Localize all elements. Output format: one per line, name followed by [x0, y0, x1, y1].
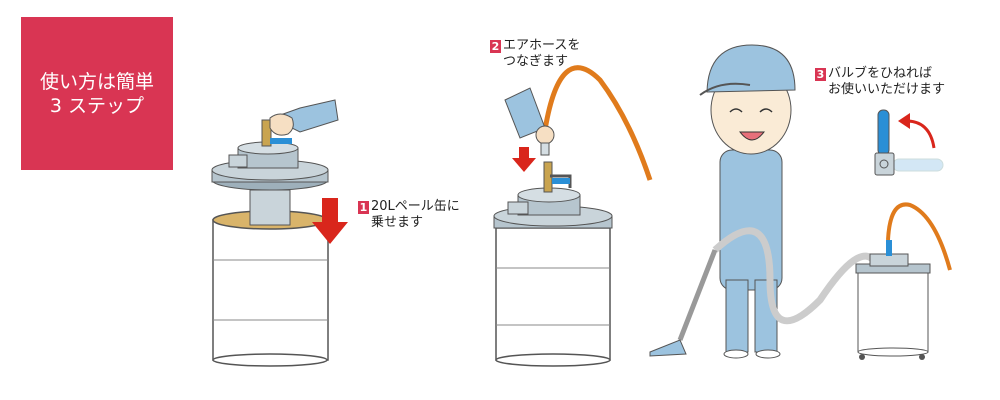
step-2-line1: エアホースを: [503, 38, 581, 53]
vacuum-drum: [855, 240, 931, 360]
step-2-line2: つなぎます: [503, 54, 569, 69]
title-line2: 3 ステップ: [49, 94, 145, 117]
step-1-badge: 1: [358, 201, 369, 214]
step-3-line2: お使いいただけます: [828, 82, 946, 97]
step-1-line1: 20Lペール缶に: [371, 199, 460, 214]
step-3-line1: バルブをひねれば: [828, 66, 933, 81]
worker: [699, 44, 796, 359]
down-arrow-1: [312, 198, 348, 244]
down-arrow-2: [512, 147, 536, 172]
air-hose-3: [886, 202, 952, 271]
pail-can-1: [212, 210, 329, 367]
hand-2: [535, 125, 555, 145]
valve-handle-icon: [874, 109, 944, 176]
step-3-badge: 3: [815, 68, 826, 81]
floor-nozzle: [649, 339, 687, 357]
step-1-line2: 乗せます: [371, 215, 424, 230]
pail-can-2: [493, 161, 613, 367]
title-line1: 使い方は簡単: [39, 70, 154, 93]
step-2-badge: 2: [490, 40, 501, 53]
title-box: 使い方は簡単 3 ステップ: [21, 17, 173, 170]
lid-unit-1: [211, 99, 339, 226]
vacuum-hose: [712, 227, 878, 325]
air-hose: [542, 65, 653, 181]
rotate-arrow-icon: [907, 119, 936, 149]
